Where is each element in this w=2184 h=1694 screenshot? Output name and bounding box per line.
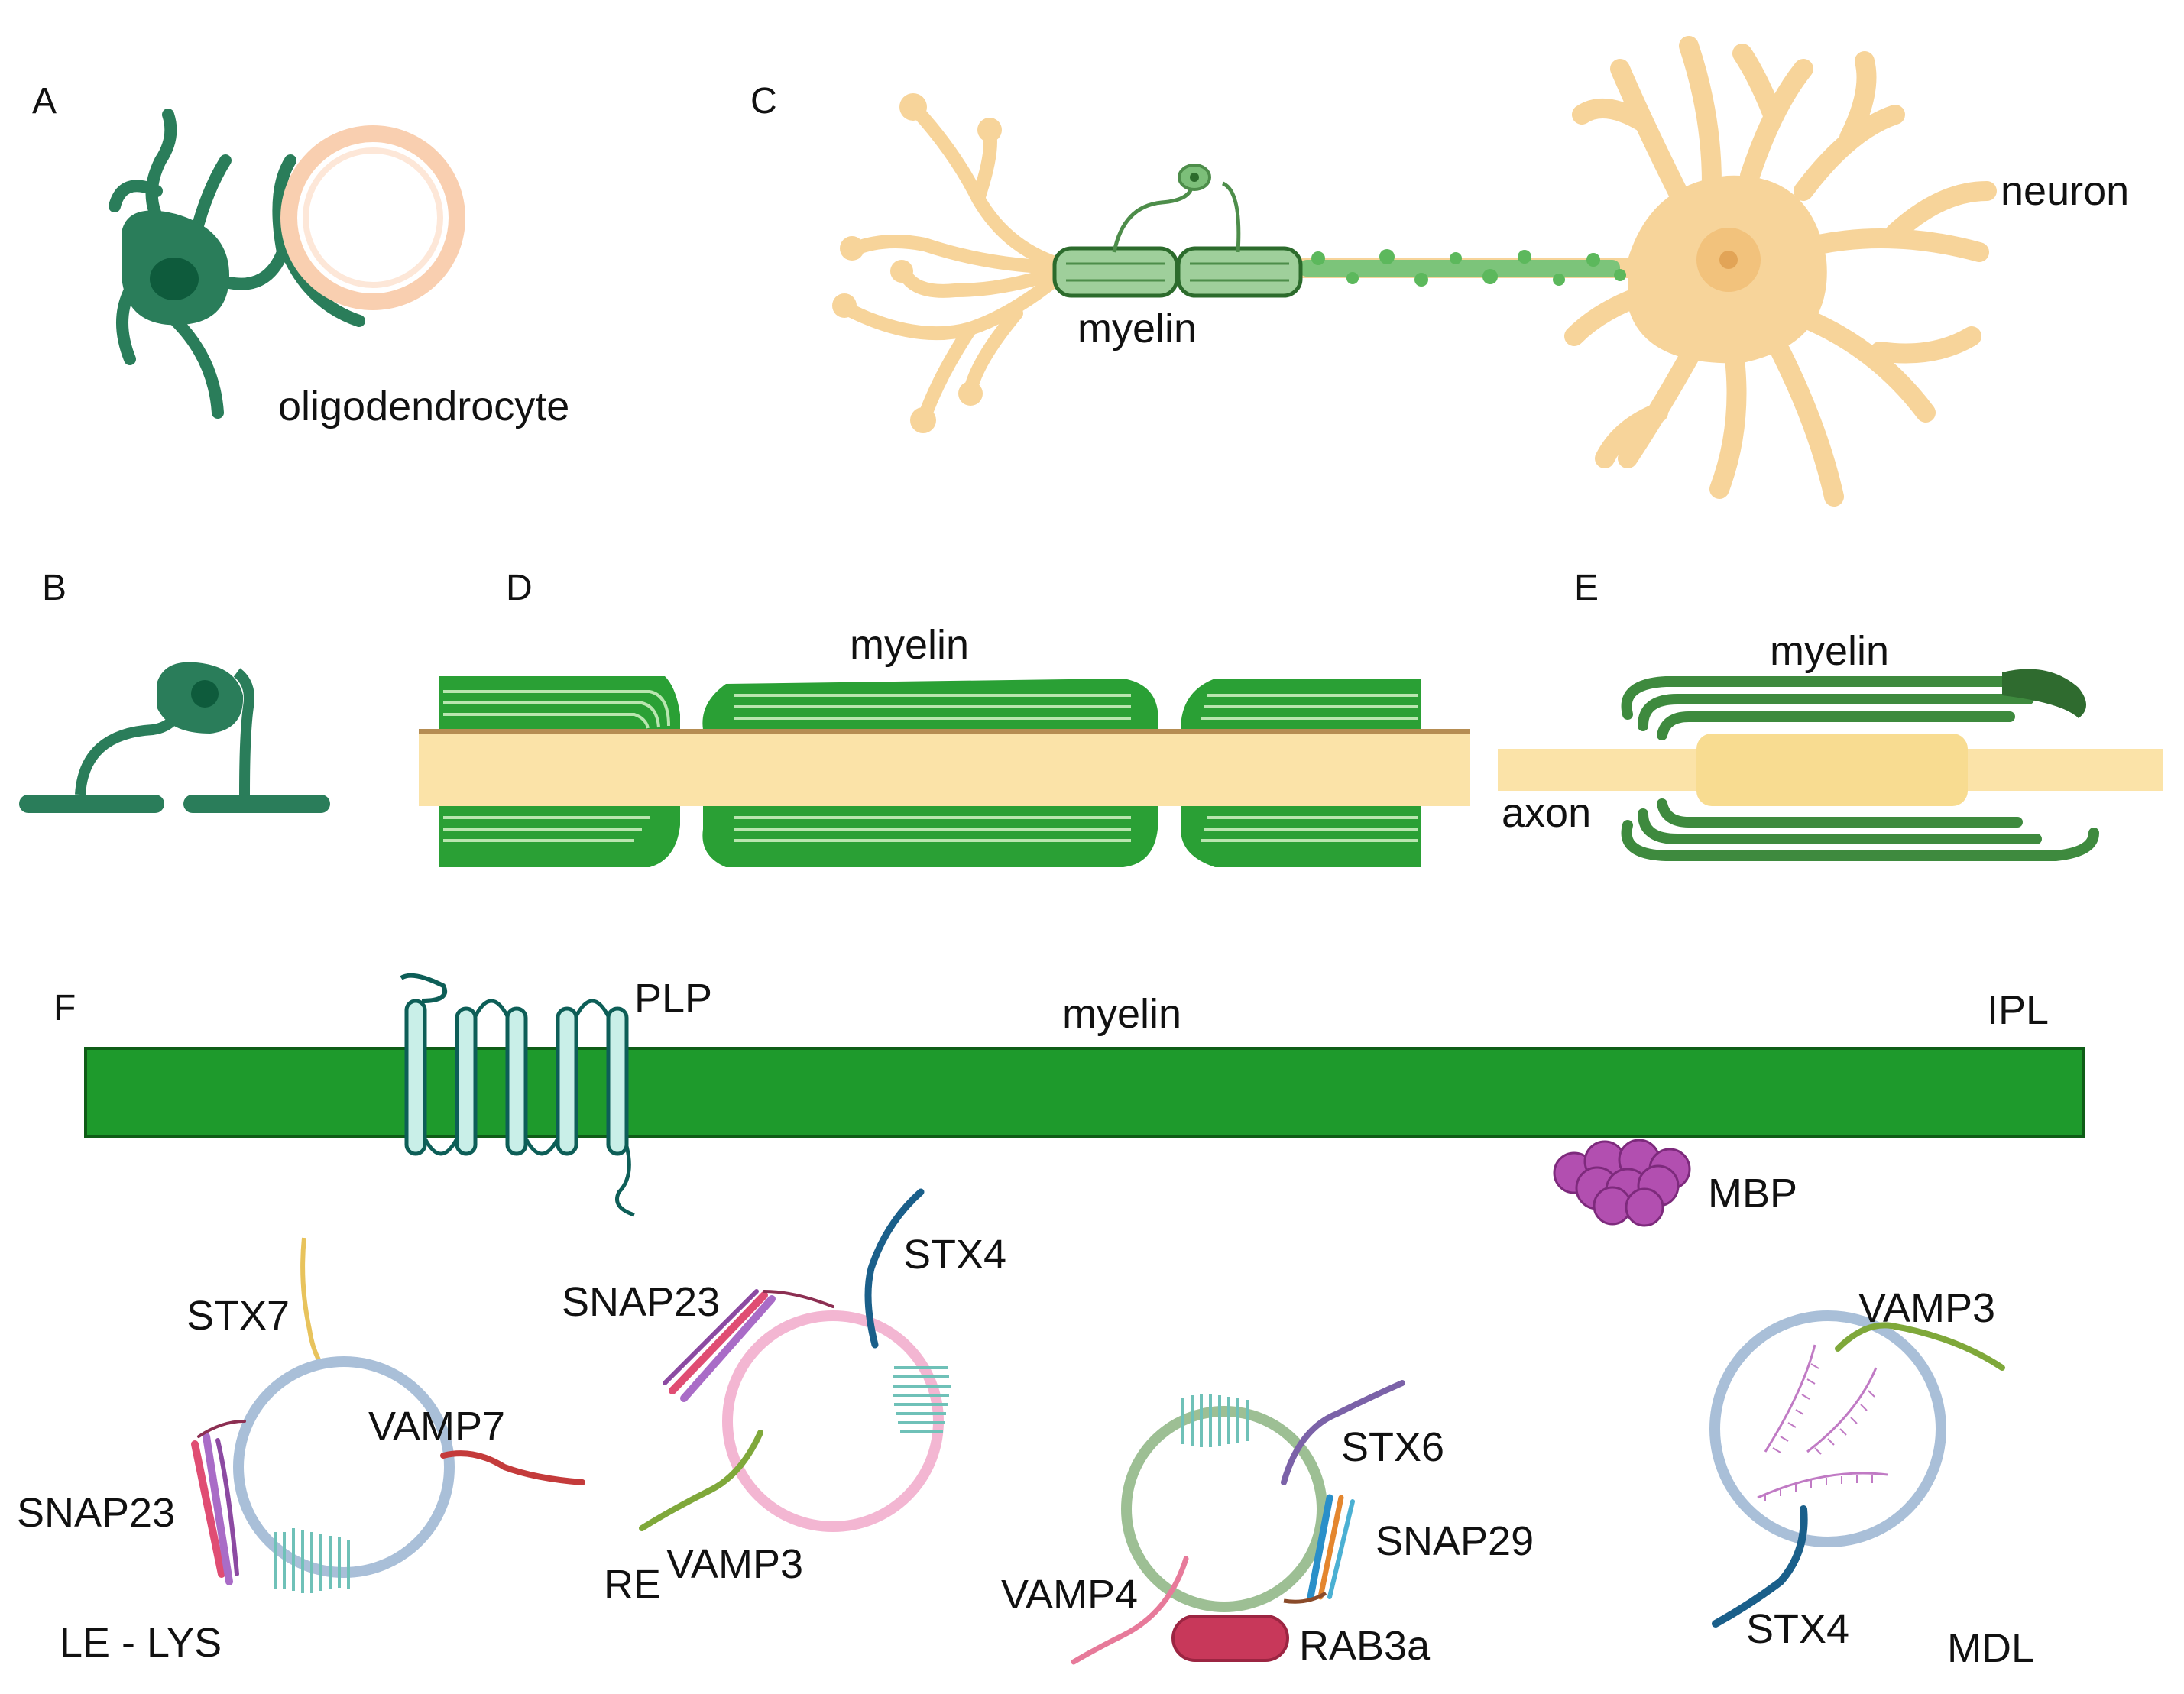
vesicle-re: SNAP23 STX4 VAMP3 RE xyxy=(562,1188,1006,1608)
rab3a-label: RAB3a xyxy=(1299,1623,1431,1669)
axon-terminal xyxy=(841,104,1077,423)
panel-c: C xyxy=(750,36,2129,507)
panel-d: D myelin xyxy=(419,568,1470,867)
vesicle-le-lys: STX7 VAMP7 SNAP23 LE - LYS xyxy=(17,1237,585,1666)
snap23-label-re: SNAP23 xyxy=(562,1279,720,1325)
neuron-dendrites xyxy=(1564,36,1997,507)
stx7-label: STX7 xyxy=(186,1293,290,1339)
myelin-segments-bottom xyxy=(439,806,1421,867)
le-lys-label: LE - LYS xyxy=(60,1620,222,1666)
re-label: RE xyxy=(604,1562,661,1608)
myelin-label-e: myelin xyxy=(1770,628,1889,674)
myelin-membrane xyxy=(84,1047,2085,1138)
panel-e: E myelin axon xyxy=(1498,568,2163,861)
panel-label-d: D xyxy=(506,568,533,608)
myelin-segments-top xyxy=(439,676,1421,730)
vamp7-label: VAMP7 xyxy=(368,1404,505,1449)
myelin-wraps-e xyxy=(1621,676,2099,861)
myelin-label-c: myelin xyxy=(1077,306,1197,351)
panel-label-c: C xyxy=(750,81,777,121)
mdl-label: MDL xyxy=(1947,1625,2034,1671)
myelin-sheet-right xyxy=(183,795,330,813)
myelinating-oligodendrocyte xyxy=(1112,181,1241,253)
panel-label-b: B xyxy=(42,568,66,608)
snap29-label: SNAP29 xyxy=(1376,1518,1534,1564)
myelin-segments xyxy=(1052,246,1303,298)
panel-label-a: A xyxy=(32,81,57,121)
panel-f: F PLP myelin IPL xyxy=(17,973,2085,1671)
panel-label-e: E xyxy=(1574,568,1599,608)
vesicle-mdl: VAMP3 STX4 MDL xyxy=(1709,1285,2034,1671)
stx6-label: STX6 xyxy=(1341,1424,1444,1470)
axon-label: axon xyxy=(1502,790,1591,836)
myelin-debris xyxy=(1299,249,1626,287)
myelin-label-f: myelin xyxy=(1062,991,1181,1037)
axon-d xyxy=(419,730,1470,806)
myelin-ring xyxy=(280,125,465,310)
mbp-label: MBP xyxy=(1708,1171,1797,1216)
panel-a: A oligodendrocyte xyxy=(32,81,569,429)
ipl-label: IPL xyxy=(1987,987,2049,1033)
oligodendrocyte-label: oligodendrocyte xyxy=(278,384,569,429)
panel-label-f: F xyxy=(53,988,76,1028)
vamp4-label: VAMP4 xyxy=(1001,1572,1138,1618)
stx4-label-re: STX4 xyxy=(903,1232,1006,1278)
mbp-protein xyxy=(1553,1139,1691,1227)
myelin-sheet-left xyxy=(19,795,164,813)
plp-protein xyxy=(400,973,635,1217)
panel-b: B xyxy=(19,568,330,813)
vamp3-label-re: VAMP3 xyxy=(666,1541,803,1587)
vamp3-label-mdl: VAMP3 xyxy=(1858,1285,1995,1331)
neuron-label: neuron xyxy=(2001,168,2129,214)
vesicle-rab3a: STX6 SNAP29 VAMP4 RAB3a xyxy=(1001,1380,1534,1669)
snap23-label-le: SNAP23 xyxy=(17,1490,175,1536)
oligodendrocyte-nucleus xyxy=(150,258,199,300)
stx4-label-mdl: STX4 xyxy=(1746,1606,1849,1652)
plp-label: PLP xyxy=(634,976,712,1022)
myelin-label-d: myelin xyxy=(850,622,969,668)
